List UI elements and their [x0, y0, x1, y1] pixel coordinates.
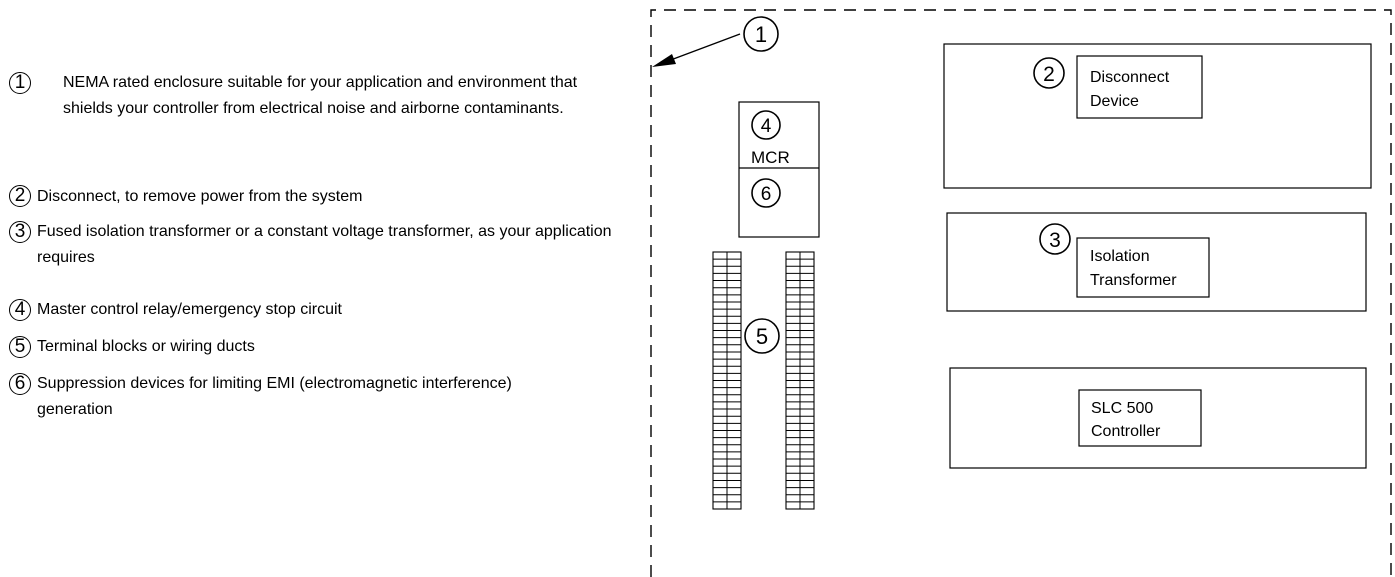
mcr-number-6: 6 — [761, 184, 772, 205]
disconnect-label-line1: Disconnect — [1090, 69, 1170, 86]
disconnect-device-box — [1076, 55, 1203, 119]
transformer-box — [1076, 237, 1210, 298]
legend-number-4: 4 — [9, 299, 31, 321]
controller-panel: SLC 500 Controller — [949, 367, 1367, 469]
callout-1-number: 1 — [755, 22, 767, 47]
legend-text-1: NEMA rated enclosure suitable for your a… — [63, 74, 578, 117]
legend-text-3: Fused isolation transformer or a constan… — [37, 223, 612, 266]
legend-number-3: 3 — [9, 221, 31, 243]
legend-number-1: 1 — [9, 72, 31, 94]
legend-number-2: 2 — [9, 185, 31, 207]
callout-5: 5 — [744, 318, 780, 354]
arrow-icon — [652, 54, 676, 67]
legend-number-5: 5 — [9, 336, 31, 358]
transformer-label-line1: Isolation — [1090, 248, 1150, 265]
mcr-box: 4 MCR 6 — [738, 101, 820, 238]
controller-box — [1078, 389, 1202, 447]
enclosure-outline — [650, 9, 1392, 577]
legend-text-4: Master control relay/emergency stop circ… — [37, 301, 342, 318]
legend-number-6: 6 — [9, 373, 31, 395]
controller-label-line1: SLC 500 — [1091, 400, 1153, 417]
legend: 1 NEMA rated enclosure suitable for your… — [0, 0, 640, 577]
transformer-label-line2: Transformer — [1090, 272, 1177, 289]
mcr-label: MCR — [751, 148, 790, 167]
disconnect-label-line2: Device — [1090, 93, 1139, 110]
transformer-number: 3 — [1049, 229, 1061, 252]
callout-1: 1 — [743, 16, 779, 52]
legend-text-5: Terminal blocks or wiring ducts — [37, 338, 255, 355]
controller-label-line2: Controller — [1091, 423, 1161, 440]
disconnect-number: 2 — [1043, 63, 1055, 86]
mcr-number-4: 4 — [761, 116, 772, 137]
disconnect-panel: 2 Disconnect Device — [943, 43, 1372, 189]
callout-5-number: 5 — [756, 324, 768, 349]
terminal-block-strip-left — [712, 251, 742, 510]
terminal-block-strip-right — [785, 251, 815, 510]
legend-text-2: Disconnect, to remove power from the sys… — [37, 188, 363, 205]
legend-text-6: Suppression devices for limiting EMI (el… — [37, 375, 512, 418]
transformer-panel: 3 Isolation Transformer — [946, 212, 1367, 312]
